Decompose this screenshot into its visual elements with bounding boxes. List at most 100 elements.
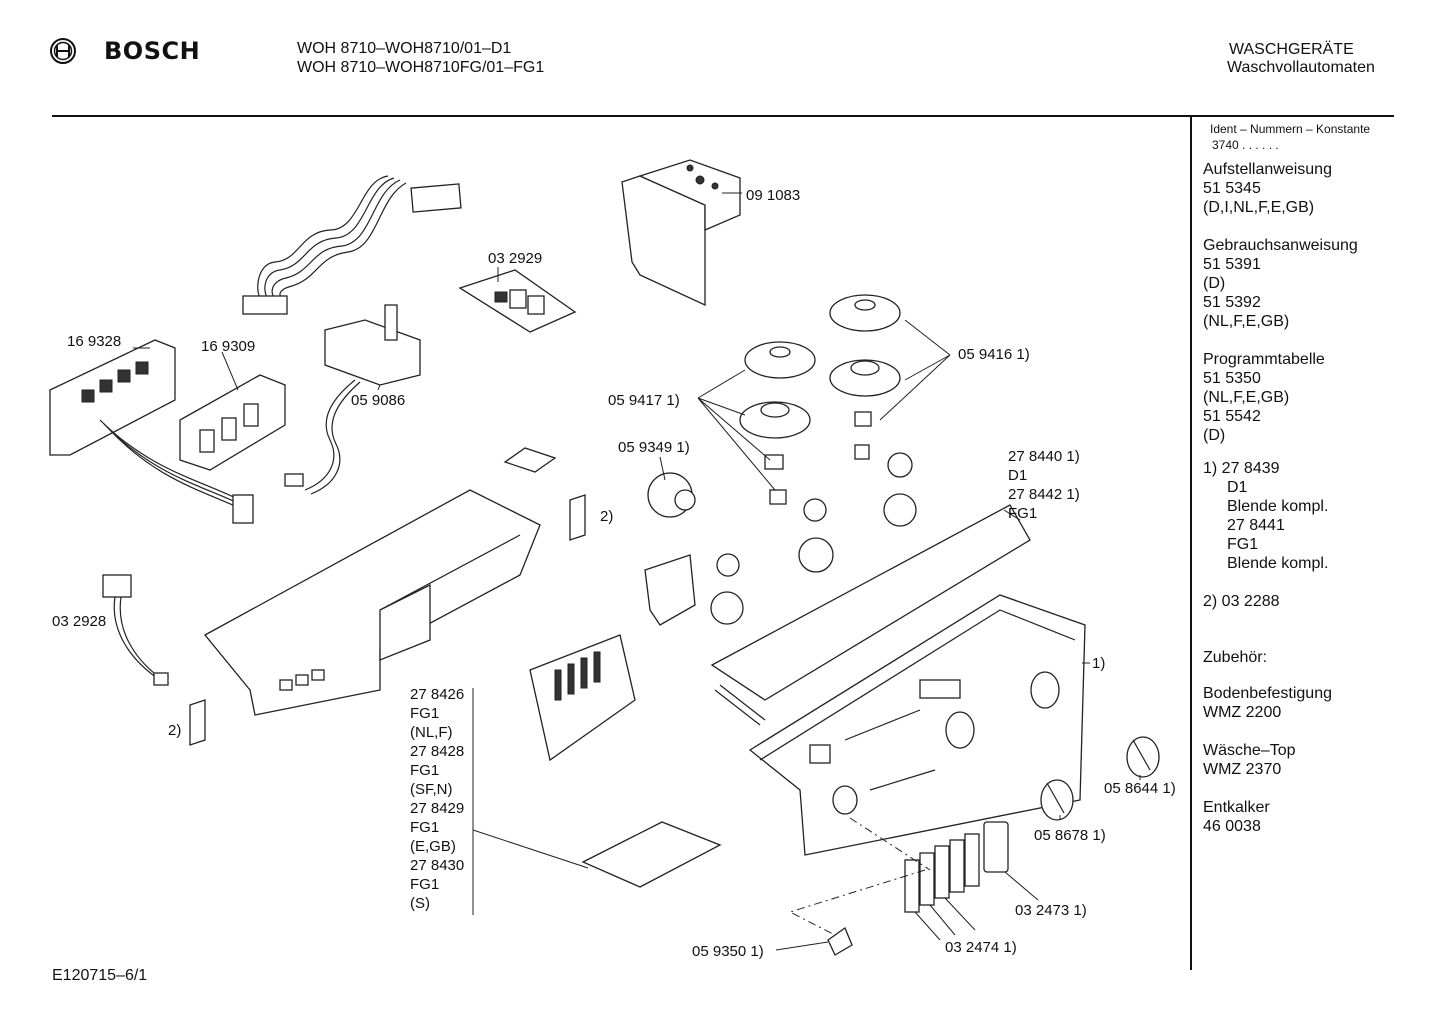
text-line: FG1 <box>410 705 440 722</box>
knob-059350-part <box>827 926 853 956</box>
header-divider <box>52 115 1394 117</box>
text-line: (NL,F) <box>410 724 453 741</box>
text-line: D1 <box>1008 467 1028 484</box>
text-line: Blende kompl. <box>1227 498 1329 515</box>
label-032928: 03 2928 <box>52 613 107 630</box>
footer-code: E120715–6/1 <box>52 967 148 984</box>
leader-lines <box>133 192 1141 951</box>
label-091083: 09 1083 <box>746 187 801 204</box>
label-058644: 05 8644 1) <box>1104 780 1176 797</box>
text-line: 27 8440 1) <box>1008 448 1080 465</box>
knob-058644-part <box>1126 736 1160 778</box>
model-line-1: WOH 8710–WOH8710/01–D1 <box>297 40 512 57</box>
model-line-2: WOH 8710–WOH8710FG/01–FG1 <box>297 59 545 76</box>
text-line: 1) 27 8439 <box>1203 460 1280 477</box>
text-line: (D,I,NL,F,E,GB) <box>1203 199 1315 216</box>
sidebar-note-2: 2) 03 2288 <box>1203 593 1280 610</box>
buttons-032474-part <box>904 833 980 913</box>
text-line: 51 5345 <box>1203 180 1261 197</box>
label-panel-1: 1) <box>1092 655 1106 672</box>
disc-knobs-part <box>739 294 901 505</box>
text-line: Programmtabelle <box>1203 351 1325 368</box>
accessories-title: Zubehör: <box>1203 649 1268 666</box>
label-note2-b: 2) <box>168 722 182 739</box>
text-line: Blende kompl. <box>1227 555 1329 572</box>
brand-name: BOSCH <box>104 37 201 65</box>
pcb-032929-part <box>458 269 577 333</box>
ident-value: 3740 . . . . . . <box>1212 138 1279 152</box>
text-line: Entkalker <box>1203 799 1270 816</box>
text-line: (SF,N) <box>410 781 453 798</box>
timer-059086-part <box>284 304 421 495</box>
text-line: D1 <box>1227 479 1248 496</box>
clip-part <box>503 447 557 473</box>
subcategory: Waschvollautomaten <box>1227 59 1375 76</box>
text-line: FG1 <box>1008 505 1038 522</box>
text-line <box>1203 217 1358 236</box>
text-line: 27 8426 <box>410 686 465 703</box>
text-line: WMZ 2370 <box>1203 761 1282 778</box>
text-line: (S) <box>410 895 430 912</box>
switch-169309-part <box>179 374 286 471</box>
selector-module-part <box>529 554 696 762</box>
text-line: 27 8428 <box>410 743 465 760</box>
cover-strip-part <box>710 504 1031 726</box>
motor-091083-part <box>621 159 741 307</box>
frame-part <box>204 489 586 716</box>
text-line <box>1203 722 1332 741</box>
sheet-278426-part <box>581 821 722 888</box>
label-169309: 16 9309 <box>201 338 256 355</box>
bosch-logo-icon <box>48 36 78 71</box>
text-line: Wäsche–Top <box>1203 742 1296 759</box>
text-line: (NL,F,E,GB) <box>1203 313 1290 330</box>
text-line: 46 0038 <box>1203 818 1261 835</box>
control-panel-part <box>748 594 1086 856</box>
text-line: FG1 <box>410 762 440 779</box>
sidebar-divider <box>1190 117 1192 970</box>
board-169328-part <box>49 339 254 524</box>
text-line: Gebrauchsanweisung <box>1203 237 1358 254</box>
knob-058678-part <box>1040 779 1074 821</box>
button-032473-part <box>983 821 1009 873</box>
label-059417: 05 9417 1) <box>608 392 680 409</box>
ribbon-cable-part <box>242 175 462 315</box>
sensor-032928-part <box>102 574 206 746</box>
category: WASCHGERÄTE <box>1229 41 1354 58</box>
text-line <box>1203 779 1332 798</box>
exploded-parts-diagram <box>49 159 1160 956</box>
label-032929: 03 2929 <box>488 250 543 267</box>
text-line: 51 5391 <box>1203 256 1261 273</box>
label-032474: 03 2474 1) <box>945 939 1017 956</box>
text-line: (D) <box>1203 427 1226 444</box>
text-line <box>1203 331 1358 350</box>
label-059416: 05 9416 1) <box>958 346 1030 363</box>
text-line: 27 8441 <box>1227 517 1285 534</box>
text-line: (D) <box>1203 275 1226 292</box>
text-line: (E,GB) <box>410 838 456 855</box>
label-032473: 03 2473 1) <box>1015 902 1087 919</box>
label-note2-a: 2) <box>600 508 614 525</box>
label-059086: 05 9086 <box>351 392 406 409</box>
text-line: 51 5542 <box>1203 408 1261 425</box>
text-line: FG1 <box>410 819 440 836</box>
text-line: 51 5392 <box>1203 294 1261 311</box>
label-058678: 05 8678 1) <box>1034 827 1106 844</box>
ident-title: Ident – Nummern – Konstante <box>1210 122 1371 136</box>
label-059350: 05 9350 1) <box>692 943 764 960</box>
text-line: WMZ 2200 <box>1203 704 1282 721</box>
text-line: Bodenbefestigung <box>1203 685 1332 702</box>
text-line: 27 8430 <box>410 857 465 874</box>
text-line: 27 8429 <box>410 800 465 817</box>
text-line: 27 8442 1) <box>1008 486 1080 503</box>
text-line: FG1 <box>1227 536 1259 553</box>
label-059349: 05 9349 1) <box>618 439 690 456</box>
gears-part <box>647 452 917 625</box>
label-278440: 27 8440 1) D1 27 8442 1) FG1 <box>1008 447 1080 523</box>
text-line: Aufstellanweisung <box>1203 161 1332 178</box>
label-169328: 16 9328 <box>67 333 122 350</box>
text-line: (NL,F,E,GB) <box>1203 389 1290 406</box>
